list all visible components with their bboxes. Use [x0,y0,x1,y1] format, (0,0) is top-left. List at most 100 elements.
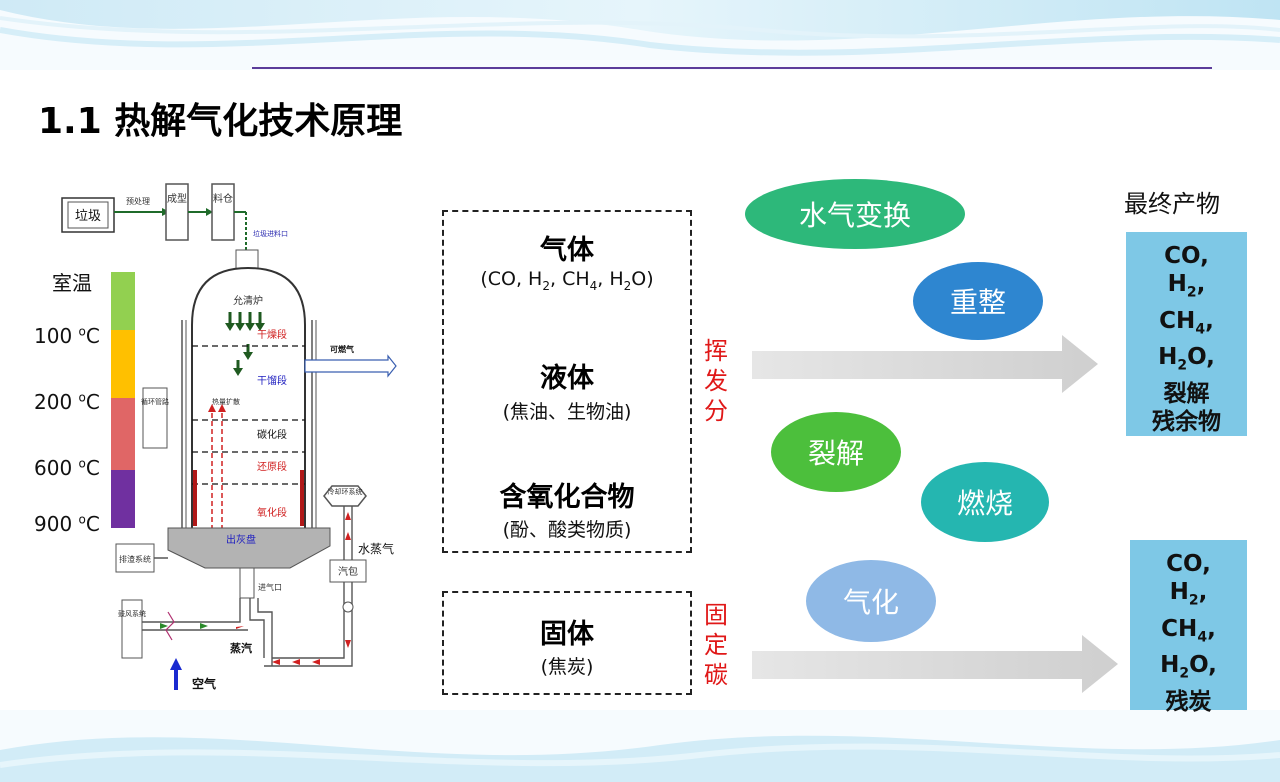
formula-part: H [1167,271,1187,297]
reactor-vessel [191,266,306,530]
volatile-label: 挥 发 分 [701,336,731,426]
group-sub-solid: (焦炭) [540,656,594,678]
product-line: CH4, [1126,307,1247,344]
formula-part: H [1169,579,1189,605]
volatile-char: 发 [704,367,728,395]
ash-disc [167,527,331,569]
inlet-label: 进气口 [258,582,282,592]
final-products-bottom: CO, H2, CH4, H2O, 残炭 [1130,540,1247,715]
oxidize-zone-label: 氧化段 [257,506,287,519]
fixed-carbon-char: 固 [704,601,728,629]
product-line: CO, [1164,243,1209,269]
formula-sub: 2 [1188,592,1199,609]
top-wave-decoration [0,0,1280,70]
temp-degree: o [78,390,86,405]
formula-part: O, [1189,652,1217,679]
temperature-bar [111,272,135,528]
volatile-flow-arrow [752,335,1098,393]
formula-part: H [1160,652,1180,679]
fixed-carbon-char: 碳 [704,661,728,689]
process-cracking: 裂解 [771,412,901,492]
ash-disc-label: 出灰盘 [226,533,256,546]
circulation-label: 循环管路 [141,397,169,406]
group-sub-liquid: (焦油、生物油) [502,401,632,423]
temp-label-900: 900 oC [34,512,100,536]
group-title-liquid: 液体 [540,363,594,394]
process-label: 重整 [949,286,1006,319]
distill-zone-label: 干馏段 [257,374,287,387]
page-title: 1.1 热解气化技术原理 [38,101,403,142]
volatile-char: 分 [704,397,728,425]
fixed-carbon-label: 固 定 碳 [701,600,731,690]
feed-label: 垃圾进料口 [253,229,288,238]
group-sub-oxygenates: (酚、酸类物质) [502,519,632,541]
formula-part: O) [631,268,654,290]
drying-zone-label: 干燥段 [257,328,287,341]
feed-arrows [225,312,265,376]
formula-sub: 2 [1179,665,1190,682]
fan-label: 鼓风系统 [118,609,146,618]
product-line: 裂解 [1163,380,1210,407]
formula-part: O, [1187,344,1215,371]
drum-label: 汽包 [338,565,358,578]
temp-degree: o [78,512,86,527]
temp-unit: C [85,324,100,348]
carbonize-zone-label: 碳化段 [257,428,287,441]
formula-sub: 4 [1197,629,1208,646]
temp-label-100: 100 oC [34,324,100,348]
slag-label: 排渣系统 [119,554,151,564]
temp-label-room: 室温 [52,271,92,295]
steam-water-label: 水蒸气 [358,541,394,556]
product-line: H2, [1126,270,1247,307]
combustible-label: 可燃气 [330,344,354,354]
air-label: 空气 [192,676,216,691]
process-label: 水气变换 [798,199,911,232]
reduce-zone-label: 还原段 [257,460,287,473]
temp-label-600: 600 oC [34,456,100,480]
temp-segment [111,398,135,470]
formula-part: H [1158,344,1178,371]
temp-unit: C [85,456,100,480]
formula-sub: 2 [542,278,550,293]
temp-unit: C [85,390,100,414]
product-line: H2O, [1126,343,1247,380]
formula-part: , [1207,615,1216,642]
product-line: CH4, [1130,615,1247,652]
group-title-solid: 固体 [540,619,594,650]
fixed-carbon-char: 定 [704,631,728,659]
process-combustion: 燃烧 [921,462,1049,542]
cooling-label: 冷却环系统 [328,487,363,496]
forming-box [165,183,189,241]
formula-part: , [1198,579,1208,605]
product-line: H2, [1130,578,1247,615]
temp-unit: C [85,512,100,536]
process-label: 裂解 [807,437,864,470]
formula-sub: 4 [1195,321,1206,338]
formula-sub: 2 [1177,357,1188,374]
formula-sub: 4 [589,278,598,293]
process-gasification: 气化 [806,560,936,642]
final-products-label: 最终产物 [1124,190,1220,218]
temp-value: 900 [34,512,79,536]
product-line: H2O, [1130,651,1247,688]
formula-part: (CO, H [480,268,543,290]
temp-degree: o [78,324,86,339]
group-title-gas: 气体 [540,235,594,266]
combustible-gas-arrow [304,354,397,378]
solid-flow-arrow [752,635,1118,693]
heat-label: 热量扩散 [212,397,240,406]
formula-part: CH [1159,307,1196,334]
group-title-oxygenates: 含氧化合物 [499,482,635,513]
process-label: 燃烧 [956,487,1013,520]
final-products-top: CO, H2, CH4, H2O, 裂解 残余物 [1126,232,1247,436]
header-rule [252,67,1212,69]
temp-value: 600 [34,456,79,480]
temp-value: 100 [34,324,79,348]
formula-part: , H [597,268,624,290]
process-water-gas-shift: 水气变换 [745,179,965,249]
formula-sub: 2 [1186,284,1197,301]
temp-segment [111,330,135,398]
temp-segment [111,470,135,528]
temp-degree: o [78,456,86,471]
garbage-label: 垃圾 [75,209,101,224]
